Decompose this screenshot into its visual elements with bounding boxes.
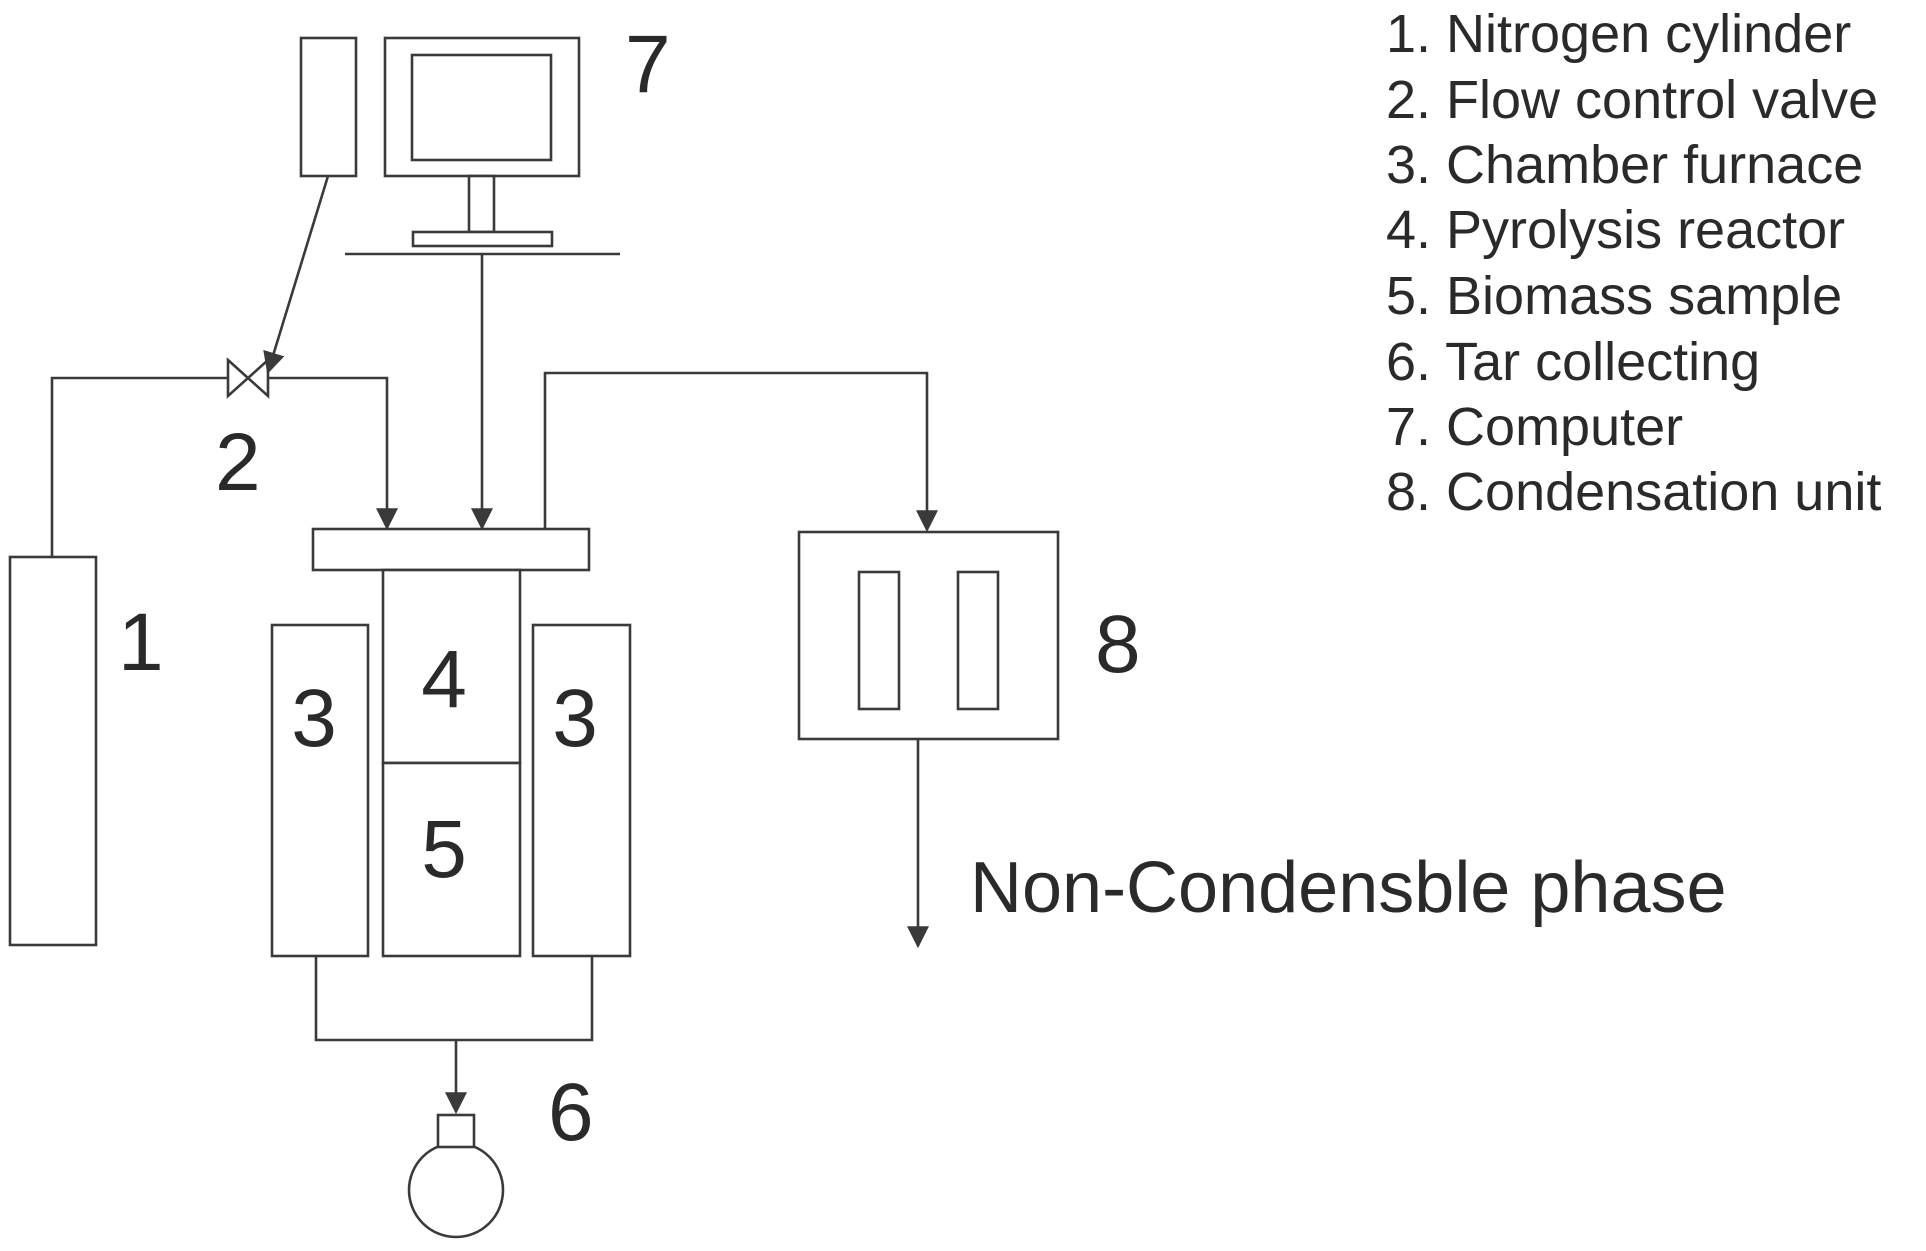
nitrogen-line (50, 376, 398, 557)
controller-arrow (263, 175, 330, 375)
label-furnace-right: 3 (552, 673, 598, 764)
bottom-collector (314, 956, 594, 1042)
label-valve: 2 (215, 417, 261, 508)
legend-item-8: 8. Condensation unit (1386, 462, 1881, 522)
pyrolysis-reactor (381, 568, 522, 765)
label-tar: 6 (548, 1067, 594, 1158)
tar-flask-icon (407, 1113, 505, 1239)
chamber-furnace-left (270, 623, 370, 958)
label-cylinder: 1 (118, 597, 164, 688)
nitrogen-cylinder (8, 555, 98, 947)
label-condenser: 8 (1095, 599, 1141, 690)
legend-item-3: 3. Chamber furnace (1386, 135, 1863, 195)
computer-icon (345, 36, 620, 256)
condenser-tube-2 (956, 570, 1000, 711)
phase-label: Non-Condensble phase (970, 848, 1727, 928)
legend-item-4: 4. Pyrolysis reactor (1386, 200, 1845, 260)
label-furnace-left: 3 (291, 673, 337, 764)
vapor-line (543, 371, 938, 533)
reactor-lid (311, 527, 591, 572)
chamber-furnace-right (531, 623, 632, 958)
biomass-sample (381, 761, 522, 958)
condensation-unit (797, 530, 1060, 741)
legend: 1. Nitrogen cylinder 2. Flow control val… (1386, 4, 1881, 522)
legend-item-1: 1. Nitrogen cylinder (1386, 4, 1851, 64)
label-sample: 5 (421, 804, 467, 895)
label-computer: 7 (625, 19, 671, 110)
legend-item-6: 6. Tar collecting (1386, 332, 1760, 392)
label-reactor: 4 (421, 634, 467, 725)
flow-control-valve-icon (226, 357, 270, 399)
legend-item-5: 5. Biomass sample (1386, 266, 1842, 326)
controller-box (299, 36, 358, 178)
condenser-tube-1 (857, 570, 901, 711)
legend-item-7: 7. Computer (1386, 397, 1683, 457)
legend-item-2: 2. Flow control valve (1386, 70, 1878, 130)
